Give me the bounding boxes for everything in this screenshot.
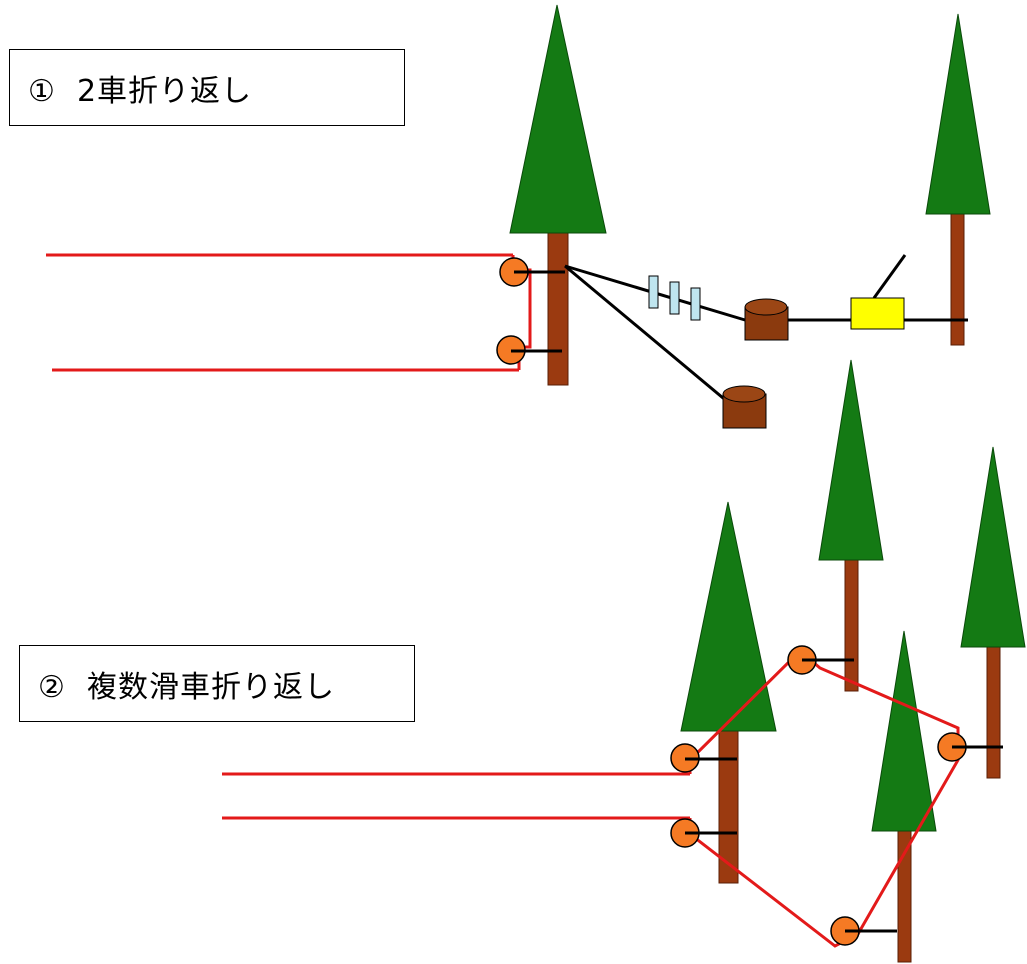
insulator-icon	[648, 275, 701, 321]
pulley-icon	[670, 818, 737, 848]
tensioner-icon	[850, 297, 905, 330]
tree-icon	[960, 446, 1026, 779]
tree-icon	[871, 630, 937, 963]
stake-icon	[722, 385, 767, 429]
pulley-icon	[496, 335, 562, 365]
pulley-icon	[670, 743, 737, 773]
rope	[46, 253, 532, 372]
pulley-icon	[937, 732, 1003, 762]
tree-icon	[925, 13, 991, 346]
diagram1-label: ① 2車折り返し	[9, 49, 405, 126]
pulley-icon	[787, 645, 854, 675]
pulley-icon	[499, 257, 565, 287]
tree-icon	[818, 359, 884, 692]
pulley-icon	[830, 916, 897, 946]
stake-icon	[744, 298, 789, 341]
diagram2-label: ② 複数滑車折り返し	[19, 645, 415, 722]
tree-icon	[680, 501, 777, 884]
tree-icon	[509, 4, 607, 386]
